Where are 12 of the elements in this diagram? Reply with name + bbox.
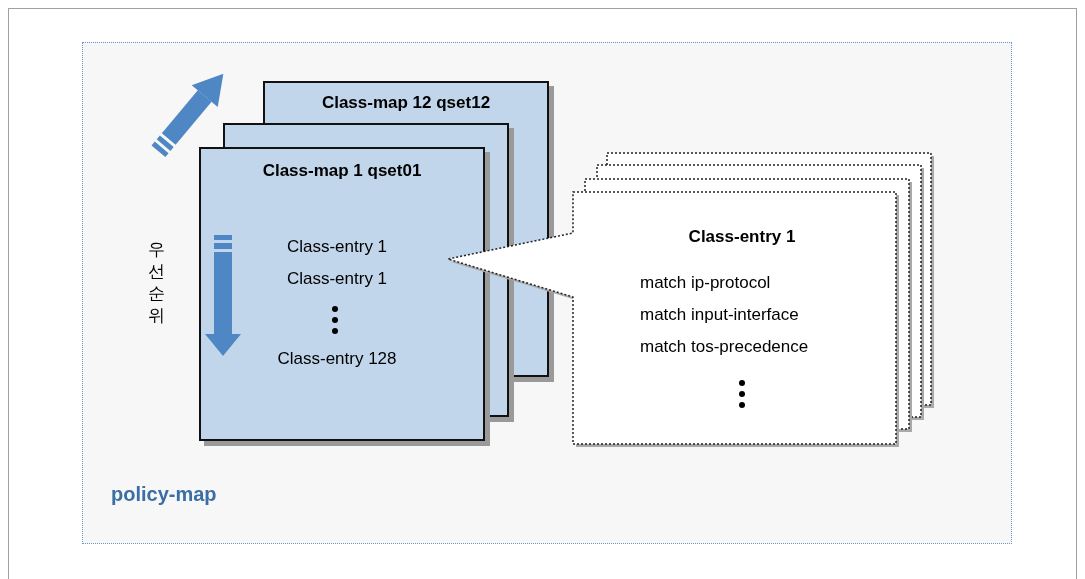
- list-item: Class-entry 1: [286, 237, 388, 257]
- panel-background: [82, 42, 1012, 544]
- bubble-title: Class-entry 1: [688, 227, 796, 247]
- list-item: Class-entry 128: [277, 349, 397, 369]
- list-item: match tos-precedence: [640, 337, 809, 357]
- list-item: Class-entry 1: [286, 269, 388, 289]
- list-item: match input-interface: [640, 305, 799, 325]
- list-item: match ip-protocol: [640, 273, 771, 293]
- panel-title: policy-map: [111, 483, 217, 506]
- card-title: Class-map 1 qset01: [262, 161, 422, 181]
- vertical-label: 우선순위: [147, 239, 165, 327]
- card-title: Class-map 12 qset12: [321, 93, 491, 113]
